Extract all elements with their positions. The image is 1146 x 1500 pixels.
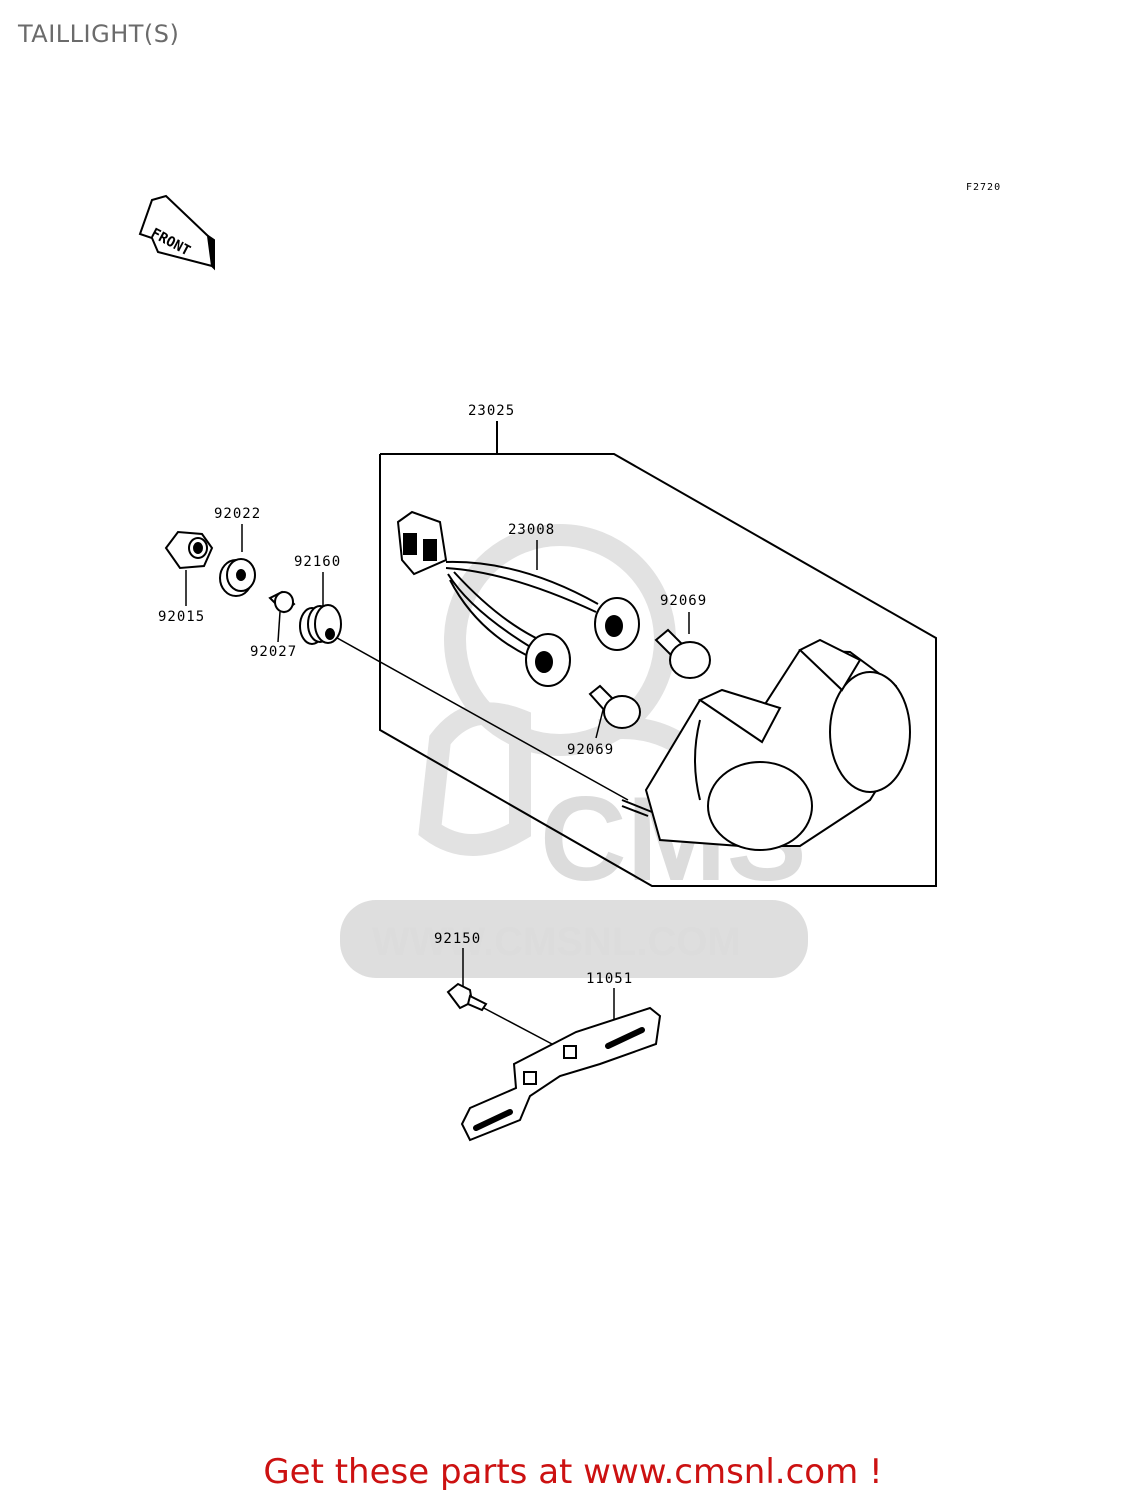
taillight-housing-23025: [621, 638, 911, 851]
watermark-url-badge: [340, 900, 808, 978]
bulb-92069-upper: [654, 628, 711, 679]
part-label-92069-upper: 92069: [660, 593, 707, 609]
part-label-92015: 92015: [158, 609, 205, 625]
damper-92160: [299, 604, 342, 645]
figure-code: F2720: [966, 182, 1001, 193]
page-title: TAILLIGHT(S): [18, 20, 180, 48]
part-label-92022: 92022: [214, 506, 261, 522]
nut-92015: [164, 530, 214, 570]
part-label-23008: 23008: [508, 522, 555, 538]
bracket-11051: [460, 1006, 662, 1142]
washer-92022: [219, 558, 256, 597]
bulb-92069-lower: [588, 684, 641, 729]
part-label-92150: 92150: [434, 931, 481, 947]
part-label-23025: 23025: [468, 403, 515, 419]
part-label-92069-lower: 92069: [567, 742, 614, 758]
assembly-outline: [379, 421, 937, 887]
harness-23008: [396, 510, 640, 687]
part-labels: 23025 23008 92069 92069 92022 92015 9216…: [158, 403, 707, 987]
front-arrow-icon: FRONT: [138, 194, 215, 271]
footer-cta-link[interactable]: Get these parts at www.cmsnl.com !: [263, 1452, 883, 1492]
part-label-11051: 11051: [586, 971, 633, 987]
watermark-url: WWW.CMSNL.COM: [372, 920, 741, 964]
bolt-92150: [446, 982, 488, 1012]
leader-lines: [185, 524, 690, 1045]
collar-92027: [268, 590, 296, 614]
part-label-92027: 92027: [250, 644, 297, 660]
part-label-92160: 92160: [294, 554, 341, 570]
